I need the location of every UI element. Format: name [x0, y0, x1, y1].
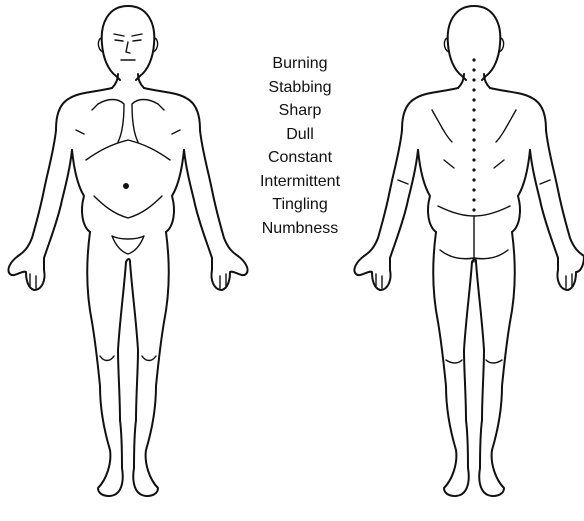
legend-item-stabbing: Stabbing — [245, 76, 355, 100]
legend-item-tingling: Tingling — [245, 193, 355, 217]
pain-type-legend: Burning Stabbing Sharp Dull Constant Int… — [245, 52, 355, 240]
back-body-outline-icon — [354, 6, 584, 496]
legend-item-sharp: Sharp — [245, 99, 355, 123]
spine-dots — [472, 58, 475, 211]
legend-item-dull: Dull — [245, 123, 355, 147]
legend-item-constant: Constant — [245, 146, 355, 170]
legend-item-numbness: Numbness — [245, 217, 355, 241]
front-body-outline-icon — [8, 6, 247, 496]
legend-item-burning: Burning — [245, 52, 355, 76]
legend-item-intermittent: Intermittent — [245, 170, 355, 194]
